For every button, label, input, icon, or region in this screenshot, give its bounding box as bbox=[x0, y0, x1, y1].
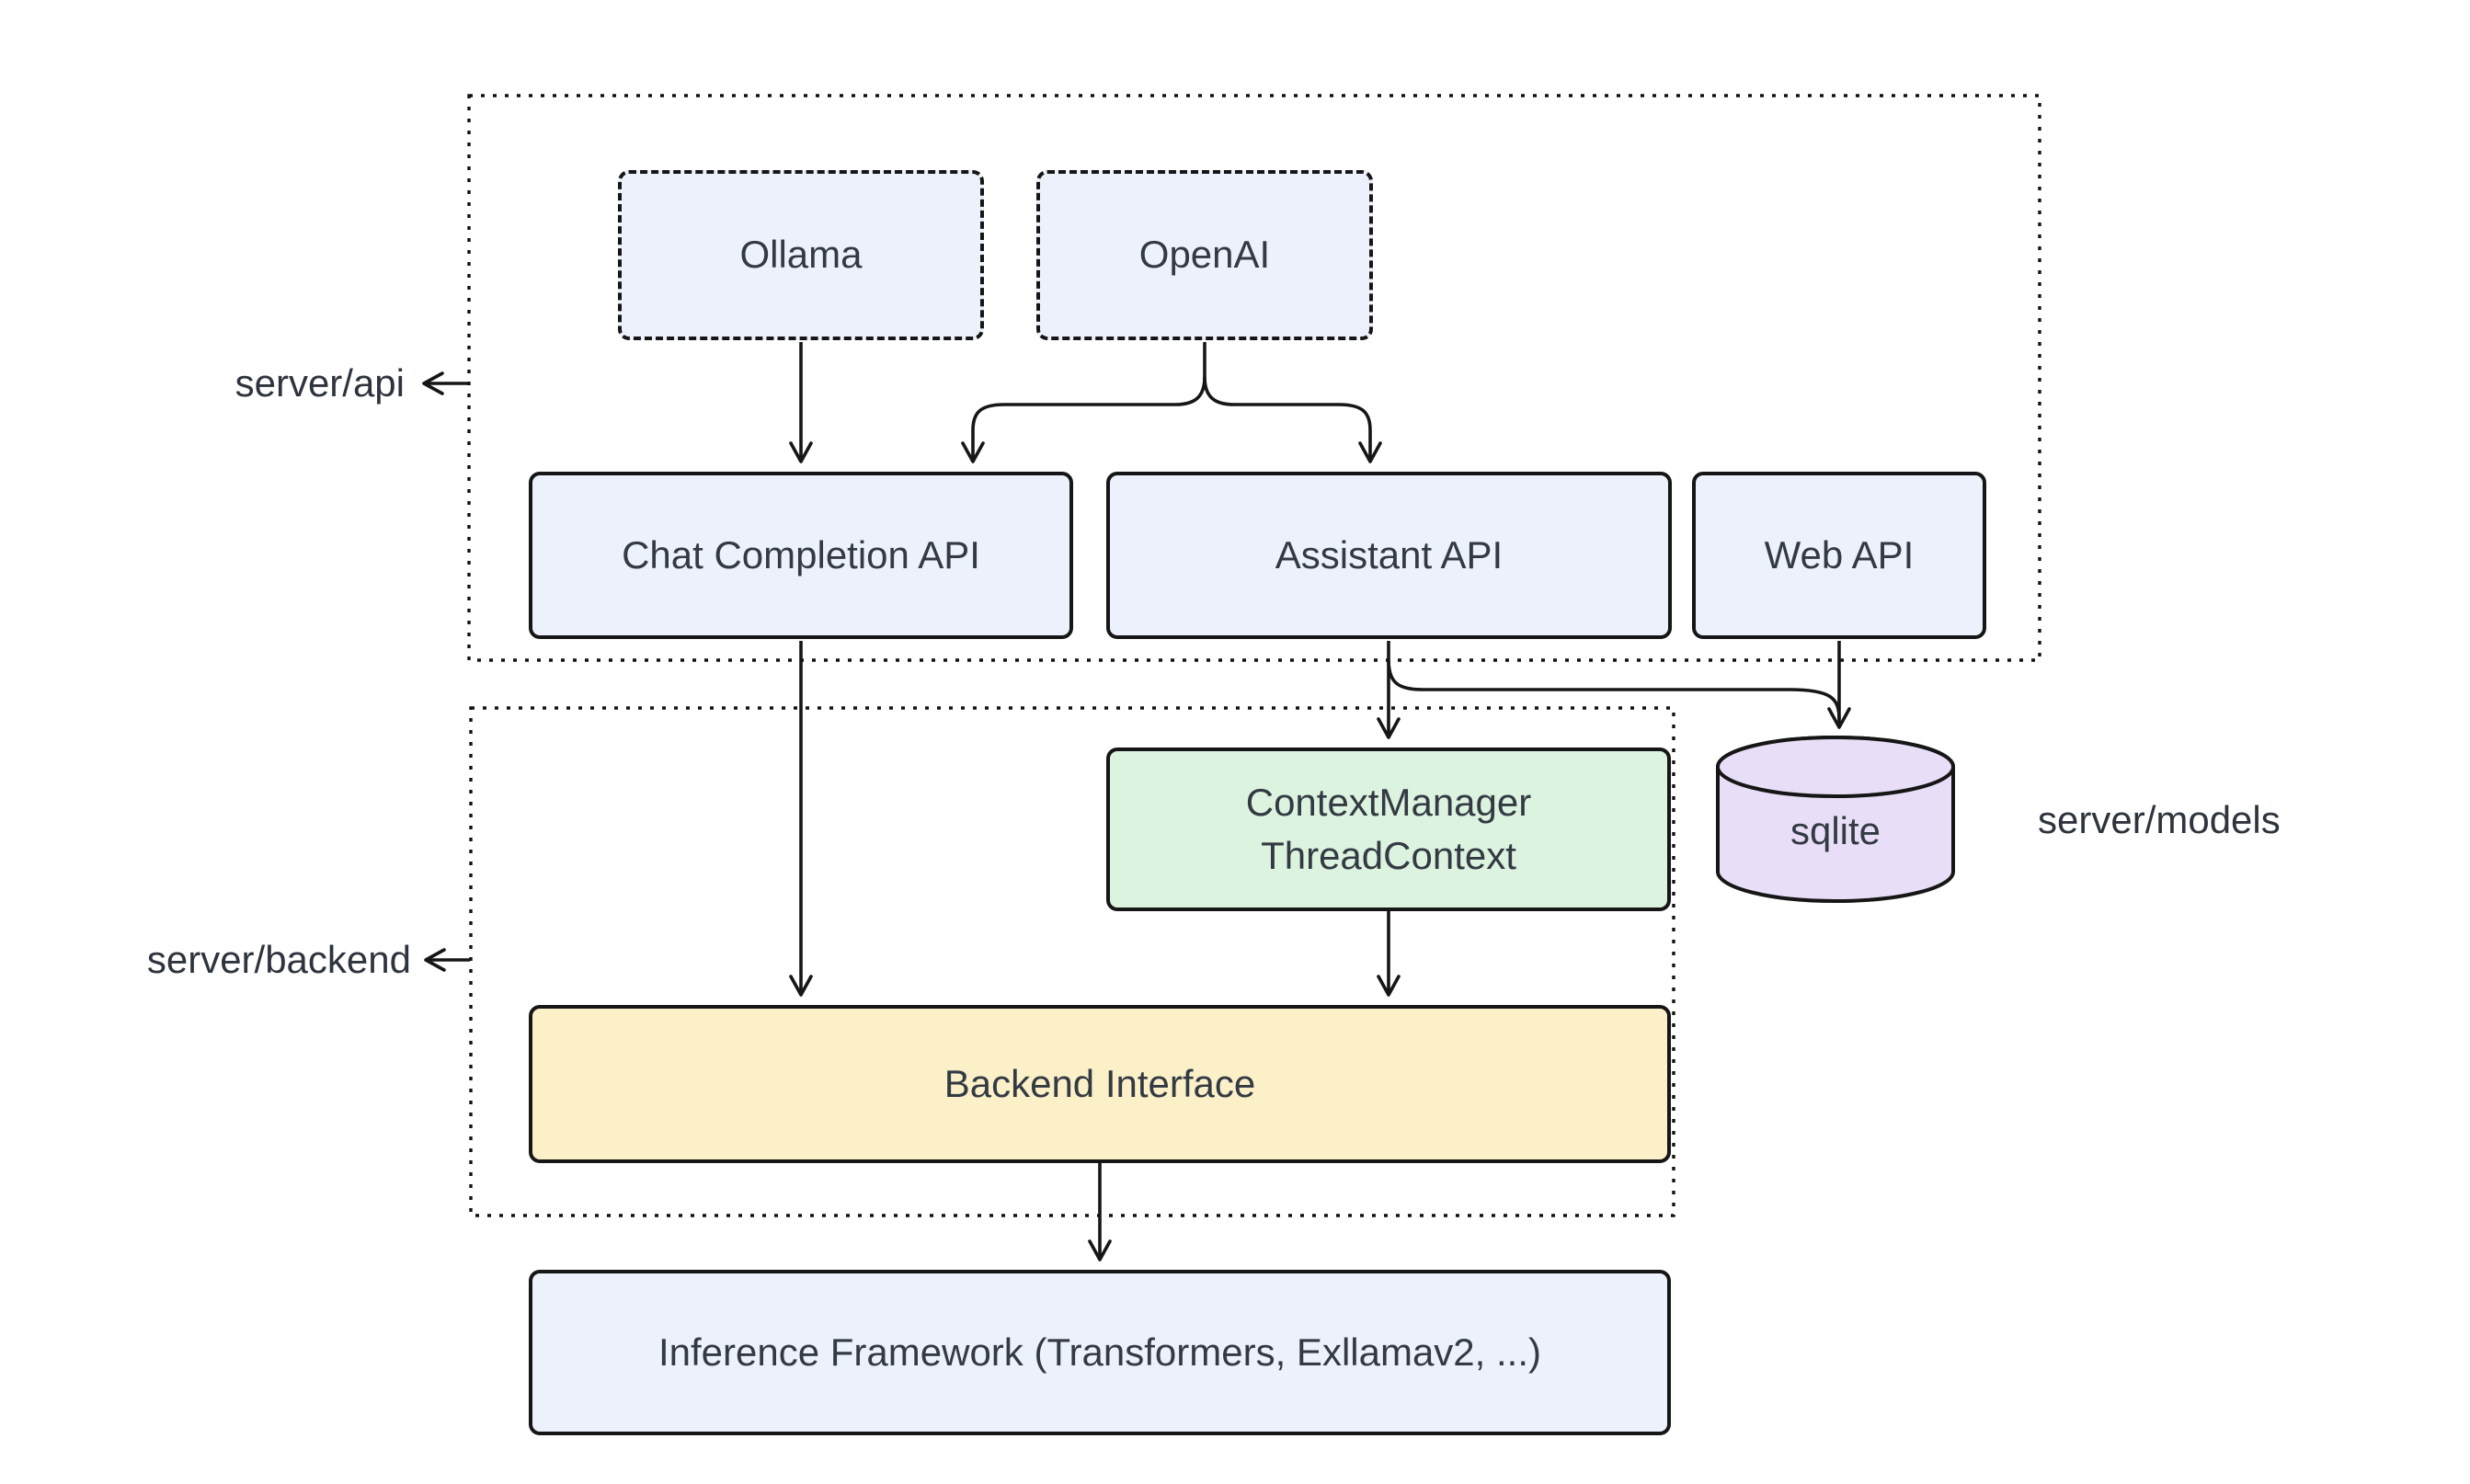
node-openai: OpenAI bbox=[1036, 170, 1373, 340]
group-server-backend-border bbox=[469, 706, 1675, 1217]
node-backend-interface: Backend Interface bbox=[529, 1005, 1671, 1163]
node-context-manager: ContextManager ThreadContext bbox=[1106, 748, 1671, 911]
edge-assistant-to-sqlite-branch bbox=[1387, 659, 1841, 720]
group-label-server-api: server/api bbox=[234, 361, 405, 405]
node-context-manager-line1: ContextManager bbox=[1245, 781, 1532, 825]
node-web-api: Web API bbox=[1692, 472, 1986, 639]
node-assistant-api: Assistant API bbox=[1106, 472, 1672, 639]
node-chat-completion-api-label: Chat Completion API bbox=[622, 532, 980, 576]
node-inference-framework: Inference Framework (Transformers, Exlla… bbox=[529, 1270, 1671, 1435]
node-sqlite: sqlite bbox=[1718, 807, 1953, 855]
sqlite-cylinder-top bbox=[1716, 736, 1955, 798]
node-ollama: Ollama bbox=[618, 170, 984, 340]
node-ollama-label: Ollama bbox=[739, 233, 863, 277]
group-server-api-border bbox=[467, 94, 2041, 662]
node-backend-interface-label: Backend Interface bbox=[943, 1061, 1256, 1105]
node-inference-framework-label: Inference Framework (Transformers, Exlla… bbox=[658, 1330, 1541, 1374]
edge-openai-to-chat bbox=[961, 376, 1206, 463]
node-web-api-label: Web API bbox=[1764, 532, 1915, 576]
label-server-models: server/models bbox=[2038, 798, 2281, 841]
node-sqlite-label: sqlite bbox=[1790, 809, 1881, 852]
edge-openai-to-assistant bbox=[1203, 376, 1382, 463]
node-openai-label: OpenAI bbox=[1138, 233, 1271, 277]
group-label-server-backend: server/backend bbox=[146, 938, 411, 981]
node-context-manager-line2: ThreadContext bbox=[1261, 834, 1516, 877]
node-chat-completion-api: Chat Completion API bbox=[529, 472, 1073, 639]
node-assistant-api-label: Assistant API bbox=[1275, 532, 1504, 576]
sqlite-cylinder bbox=[1716, 736, 1955, 903]
